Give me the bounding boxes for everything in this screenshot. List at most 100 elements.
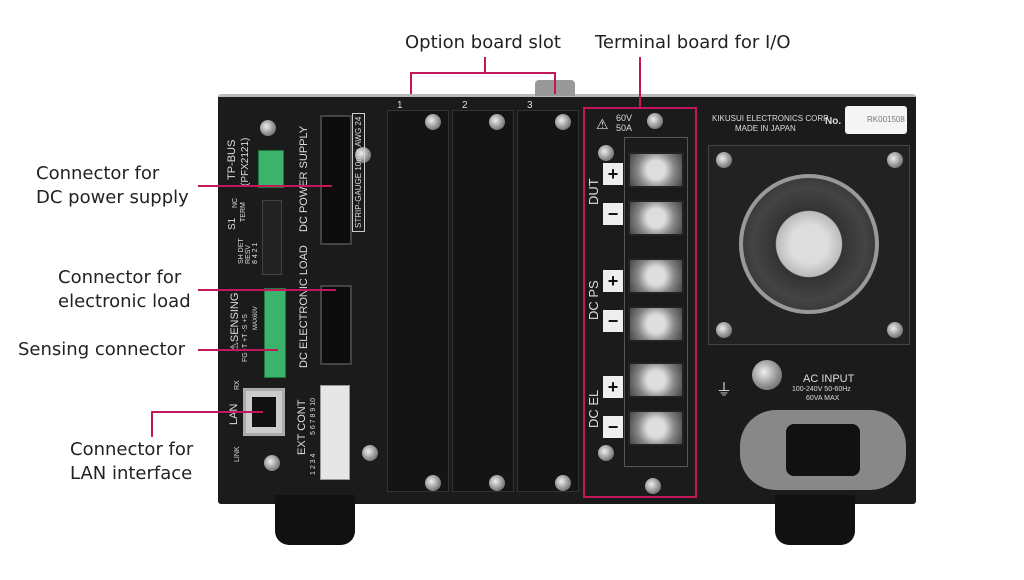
callout-dc-power-1: Connector for bbox=[36, 163, 160, 184]
strip-gauge-text: STRIP-GAUGE bbox=[354, 172, 363, 228]
screw-icon bbox=[362, 445, 378, 461]
link-label: LINK bbox=[234, 446, 241, 462]
callout-lan-1: Connector for bbox=[70, 439, 194, 460]
serial-number-sticker: RK001508 bbox=[845, 106, 907, 134]
callout-eload-1: Connector for bbox=[58, 267, 182, 288]
screw-icon bbox=[716, 322, 732, 338]
screw-icon bbox=[598, 145, 614, 161]
dip-bits-label: 8 4 2 1 bbox=[252, 242, 259, 264]
terminal-dut-plus[interactable] bbox=[628, 152, 684, 188]
term-label: TERM bbox=[240, 202, 247, 222]
fan bbox=[708, 145, 910, 345]
option-slot-2[interactable] bbox=[452, 110, 514, 492]
dc-electronic-load-connector[interactable] bbox=[320, 285, 352, 365]
lan-port[interactable] bbox=[243, 388, 285, 436]
slot-number-1: 1 bbox=[397, 100, 403, 111]
plus-sign: + bbox=[603, 270, 623, 292]
tp-bus-connector[interactable] bbox=[258, 150, 284, 188]
callout-line bbox=[198, 349, 278, 351]
screw-icon bbox=[555, 114, 571, 130]
sensing-label: ⚠SENSING bbox=[229, 292, 241, 352]
callout-line bbox=[198, 289, 336, 291]
sensing-pins-label: FG -T +T -S +S bbox=[242, 314, 249, 362]
terminal-dcps-minus[interactable] bbox=[628, 306, 684, 342]
callout-line bbox=[198, 185, 332, 187]
minus-sign: − bbox=[603, 310, 623, 332]
screw-icon bbox=[598, 445, 614, 461]
option-slot-3[interactable] bbox=[517, 110, 579, 492]
foot-right bbox=[775, 495, 855, 545]
resv-label: RESV bbox=[245, 244, 252, 264]
s1-dip-switch[interactable] bbox=[262, 200, 282, 275]
callout-line bbox=[639, 57, 641, 107]
plus-sign: + bbox=[603, 376, 623, 398]
ext-pins-b-label: 5 6 7 8 9 10 bbox=[310, 398, 317, 435]
callout-line bbox=[484, 57, 486, 73]
nc-label: NC bbox=[232, 197, 239, 208]
callout-sensing: Sensing connector bbox=[18, 339, 186, 360]
terminal-dut-minus[interactable] bbox=[628, 200, 684, 236]
sensing-connector[interactable] bbox=[264, 288, 286, 378]
minus-sign: − bbox=[603, 203, 623, 225]
screw-icon bbox=[355, 147, 371, 163]
screw-icon bbox=[264, 455, 280, 471]
callout-eload-2: electronic load bbox=[58, 291, 191, 312]
dcps-label: DC PS bbox=[586, 280, 601, 320]
terminal-dcel-minus[interactable] bbox=[628, 410, 684, 446]
dc-power-supply-connector[interactable] bbox=[320, 115, 352, 245]
minus-sign: − bbox=[603, 416, 623, 438]
callout-dc-power-2: DC power supply bbox=[36, 187, 189, 208]
callout-line bbox=[151, 411, 263, 413]
callout-terminal-board: Terminal board for I/O bbox=[595, 32, 791, 53]
callout-line bbox=[554, 72, 556, 94]
screw-icon bbox=[555, 475, 571, 491]
rating-current: 50A bbox=[616, 123, 633, 133]
screw-icon bbox=[489, 114, 505, 130]
screw-icon bbox=[425, 114, 441, 130]
ac-power-label: 60VA MAX bbox=[806, 395, 840, 402]
ext-pins-a-label: 1 2 3 4 bbox=[310, 453, 317, 475]
dc-power-supply-label: DC POWER SUPPLY bbox=[298, 125, 310, 232]
dc-electronic-load-label: DC ELECTRONIC LOAD bbox=[298, 245, 310, 368]
screw-icon bbox=[425, 475, 441, 491]
screw-icon bbox=[260, 120, 276, 136]
screw-icon bbox=[887, 322, 903, 338]
ac-rating-label: 100-240V 50-60Hz bbox=[792, 386, 851, 393]
dut-label: DUT bbox=[586, 178, 601, 205]
serial-no-label: No. bbox=[825, 116, 842, 127]
callout-line bbox=[151, 411, 153, 437]
ground-screw-icon bbox=[752, 360, 782, 390]
rx-label: RX bbox=[234, 380, 241, 390]
screw-icon bbox=[716, 152, 732, 168]
plus-sign: + bbox=[603, 163, 623, 185]
terminal-dcel-plus[interactable] bbox=[628, 362, 684, 398]
terminal-dcps-plus[interactable] bbox=[628, 258, 684, 294]
warning-icon: ⚠ bbox=[596, 116, 609, 132]
origin-label: MADE IN JAPAN bbox=[735, 124, 796, 133]
screw-icon bbox=[489, 475, 505, 491]
strip-len-text: 10mm bbox=[354, 148, 363, 171]
fan-guard-icon bbox=[739, 174, 879, 314]
tp-bus-label: TP-BUS bbox=[226, 139, 238, 180]
max60v-label: MAX60V bbox=[253, 306, 259, 330]
ground-icon: ⏚ bbox=[716, 382, 733, 399]
callout-line bbox=[410, 72, 556, 74]
terminal-board-highlight bbox=[583, 107, 697, 498]
callout-line bbox=[410, 72, 412, 94]
lan-label: LAN bbox=[228, 403, 240, 425]
option-slot-1[interactable] bbox=[387, 110, 449, 492]
screw-icon bbox=[645, 478, 661, 494]
strip-gauge-label: STRIP-GAUGE 10mm AWG 24 bbox=[352, 112, 365, 232]
screw-icon bbox=[647, 113, 663, 129]
ac-input-label: AC INPUT bbox=[803, 373, 855, 385]
slot-number-2: 2 bbox=[462, 100, 468, 111]
maker-label: KIKUSUI ELECTRONICS CORP. bbox=[712, 114, 830, 123]
foot-left bbox=[275, 495, 355, 545]
ac-inlet[interactable] bbox=[740, 410, 906, 490]
sh-det-label: SH DET bbox=[238, 238, 245, 264]
dcel-label: DC EL bbox=[586, 389, 601, 428]
slot-number-3: 3 bbox=[527, 100, 533, 111]
ext-cont-connector[interactable] bbox=[320, 385, 350, 480]
s1-label: S1 bbox=[227, 217, 238, 230]
callout-option-slot: Option board slot bbox=[405, 32, 561, 53]
